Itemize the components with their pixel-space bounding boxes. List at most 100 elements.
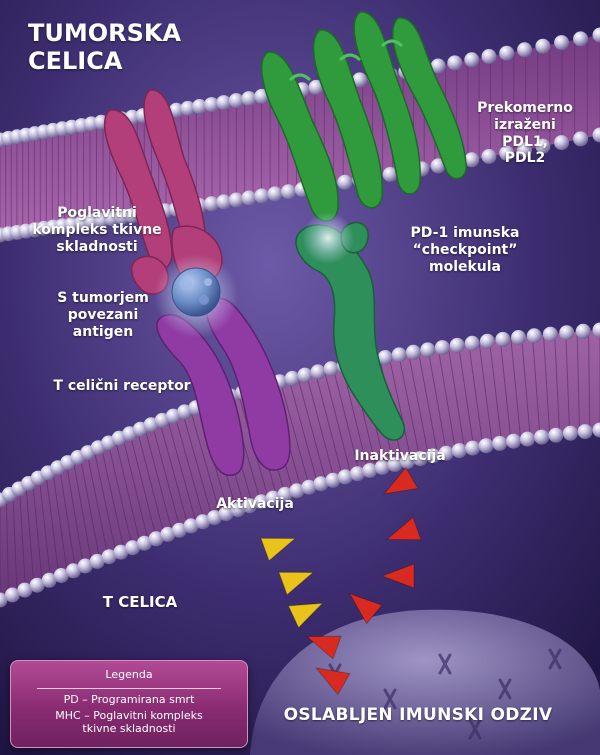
lipid-tail <box>45 473 60 577</box>
lipid-tail <box>122 436 149 542</box>
activation-label: Aktivacija <box>216 496 294 512</box>
membrane-bead <box>382 167 398 182</box>
legend-divider <box>37 687 221 689</box>
membrane-bead <box>573 31 589 47</box>
membrane-bead <box>534 429 550 445</box>
membrane-bead <box>228 93 244 109</box>
lipid-tail <box>532 335 541 438</box>
membrane-bead <box>430 58 446 74</box>
membrane-bead <box>337 469 353 485</box>
membrane-bead <box>542 326 558 342</box>
membrane-bead <box>241 190 257 206</box>
membrane-bead <box>267 186 283 202</box>
membrane-bead <box>242 498 258 514</box>
membrane-bead <box>253 494 269 510</box>
membrane-bead <box>420 342 436 358</box>
lipid-tail <box>447 346 466 450</box>
membrane-bead <box>511 330 526 345</box>
membrane-bead <box>297 367 313 383</box>
lipid-tail <box>323 370 352 476</box>
membrane-bead <box>391 347 407 363</box>
membrane-bead <box>449 337 465 353</box>
lipid-tail <box>554 333 561 435</box>
activation-arrows <box>260 537 324 629</box>
pdl-proteins <box>260 11 467 222</box>
lipid-tail <box>189 409 221 516</box>
membrane-bead <box>241 91 257 107</box>
membrane-bead <box>289 483 305 499</box>
lipid-tail <box>417 351 439 455</box>
legend-title: Legenda <box>105 668 153 681</box>
membrane-bead <box>313 476 329 492</box>
legend-box: Legenda PD – Programirana smrt MHC – Pog… <box>10 660 248 748</box>
lipid-tail <box>588 330 591 432</box>
inactivation-arrow <box>348 592 383 625</box>
membrane-bead <box>451 443 467 459</box>
lipid-tail <box>136 430 165 536</box>
lipid-tail <box>93 449 117 555</box>
membrane-bead <box>65 563 81 579</box>
lipid-tail <box>129 433 157 539</box>
lipid-tail <box>159 421 189 528</box>
membrane-bead <box>216 95 232 111</box>
membrane-bead <box>183 518 199 534</box>
lipid-tail <box>427 349 447 454</box>
lipid-tail <box>72 459 93 564</box>
membrane-bead <box>412 451 428 467</box>
membrane-bead <box>592 27 600 43</box>
membrane-bead <box>168 102 184 118</box>
lipid-tail <box>468 343 484 447</box>
lipid-tail <box>32 481 43 584</box>
t-cell-title: T CELICA <box>102 593 178 611</box>
lipid-tail <box>521 337 531 439</box>
lipid-tail <box>86 452 109 558</box>
membrane-bead <box>434 340 450 356</box>
lipid-tail <box>489 340 503 444</box>
membrane-bead <box>479 333 495 349</box>
lipid-tail <box>5 496 9 597</box>
lipid-tail <box>19 488 26 590</box>
membrane-bead <box>349 466 365 482</box>
membrane-bead <box>592 322 600 338</box>
membrane-bead <box>165 408 181 424</box>
lipid-tail <box>332 368 360 474</box>
membrane-bead <box>592 422 600 438</box>
membrane-bead <box>301 479 317 495</box>
membrane-bead <box>548 427 564 443</box>
membrane-bead <box>559 325 575 341</box>
membrane-bead <box>535 138 551 154</box>
weakened-response-label: OSLABLJEN IMUNSKI ODZIV <box>283 705 553 725</box>
membrane-bead <box>517 142 533 158</box>
membrane-bead <box>535 38 551 54</box>
membrane-bead <box>207 510 222 526</box>
membrane-bead <box>195 514 211 530</box>
membrane-bead <box>464 335 480 351</box>
membrane-bead <box>113 544 129 560</box>
membrane-bead <box>517 42 533 58</box>
activation-arrow <box>260 537 297 562</box>
overexpressed-pdl-label: Prekomerno izraženi PDL1, PDL2 <box>477 100 573 167</box>
membrane-bead <box>177 404 193 420</box>
membrane-bead <box>323 361 339 377</box>
lipid-tail <box>437 348 457 452</box>
inactivation-arrow <box>314 667 351 696</box>
membrane-bead <box>352 72 368 88</box>
lipid-tail <box>174 415 205 522</box>
inactivation-arrow <box>385 516 422 541</box>
membrane-bead <box>204 196 220 212</box>
membrane-bead <box>53 568 69 583</box>
membrane-bead <box>277 486 293 502</box>
lipid-tail <box>458 345 475 448</box>
membrane-bead <box>481 149 497 164</box>
lipid-tail <box>12 492 18 594</box>
mhc-label: Poglavitni kompleks tkivne skladnosti <box>32 205 162 255</box>
membrane-bead <box>577 424 593 440</box>
membrane-bead <box>284 370 300 386</box>
lipid-tail <box>79 456 101 561</box>
lipid-tail <box>388 356 412 461</box>
tumor-cell-title: TUMORSKA CELICA <box>28 19 182 75</box>
lipid-tail <box>107 442 133 548</box>
tumor-antigen <box>171 267 221 317</box>
pd1-label: PD-1 imunska “checkpoint” molekula <box>410 225 520 275</box>
